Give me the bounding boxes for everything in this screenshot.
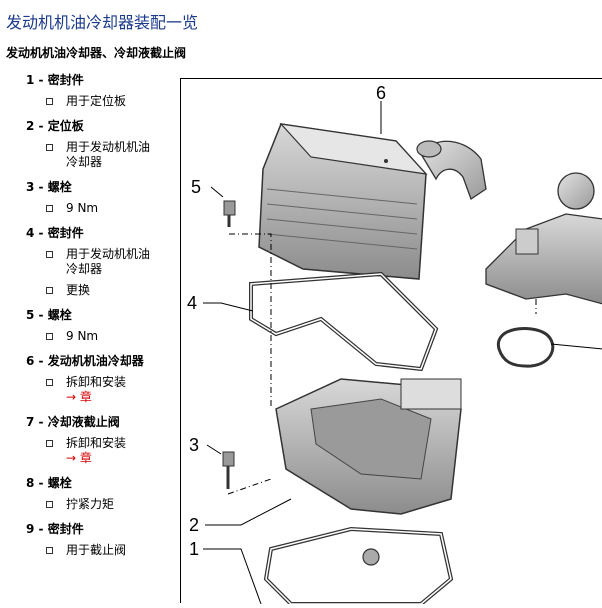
exploded-view-figure: 6 5 4 3 2 1 (180, 78, 602, 606)
page-title: 发动机机油冷却器装配一览 (6, 13, 199, 32)
part-number: 4 (26, 226, 35, 240)
part-name: 螺栓 (47, 180, 72, 194)
part-note: 9 Nm (26, 201, 176, 216)
part-heading: 7 - 冷却液截止阀 (26, 415, 120, 429)
parts-list: 1 - 密封件 用于定位板 2 - 定位板 用于发动机机油冷却器 3 - 螺栓 … (26, 72, 176, 567)
mounting-plate-shape (275, 378, 462, 515)
parts-list-item: 3 - 螺栓 9 Nm (26, 179, 176, 216)
part-name: 发动机机油冷却器 (47, 354, 144, 368)
callout-label: 2 (189, 515, 199, 535)
callout-label: 4 (187, 293, 197, 313)
part-note: 用于发动机机油冷却器 (26, 247, 156, 277)
plate-gasket-shape (263, 526, 454, 606)
part-note-text: 拧紧力矩 (66, 497, 115, 511)
part-number: 5 (26, 308, 35, 322)
part-number: 2 (26, 119, 35, 133)
part-note: 用于发动机机油冷却器 (26, 140, 156, 170)
part-note: 9 Nm (26, 329, 176, 344)
part-heading: 1 - 密封件 (26, 73, 84, 87)
part-note-text: 用于发动机机油冷却器 (66, 140, 151, 169)
exploded-view-drawing: 6 5 4 3 2 1 (187, 83, 602, 606)
oil-cooler-shape (258, 123, 487, 280)
part-name: 定位板 (47, 119, 84, 133)
part-number: 3 (26, 180, 35, 194)
part-number: 8 (26, 476, 35, 490)
part-note-text: 拆卸和安装 (66, 375, 127, 389)
part-number: 1 (26, 73, 35, 87)
valve-seal-shape (497, 327, 602, 368)
parts-list-item: 8 - 螺栓 拧紧力矩 (26, 475, 176, 512)
callout-label: 1 (189, 539, 199, 559)
part-heading: 6 - 发动机机油冷却器 (26, 354, 144, 368)
part-note-text: 拆卸和安装 (66, 436, 127, 450)
part-note-text: 更换 (66, 283, 91, 297)
part-note: 用于截止阀 (26, 543, 176, 558)
part-note-text: 9 Nm (66, 201, 99, 215)
part-note-text: 用于发动机机油冷却器 (66, 247, 151, 276)
bolt-upper-shape (223, 200, 236, 227)
part-heading: 5 - 螺栓 (26, 308, 72, 322)
part-note: 用于定位板 (26, 94, 176, 109)
part-name: 螺栓 (47, 308, 72, 322)
part-note: 拧紧力矩 (26, 497, 176, 512)
assembly-lines (227, 233, 537, 495)
part-note-text: 用于截止阀 (66, 543, 127, 557)
part-heading: 2 - 定位板 (26, 119, 84, 133)
part-note: 更换 (26, 283, 176, 298)
callout-label: 6 (376, 83, 386, 103)
gasket-shape (249, 271, 439, 372)
chapter-link[interactable]: → 章 (66, 390, 92, 404)
part-number: 6 (26, 354, 35, 368)
part-note: 拆卸和安装 → 章 (26, 375, 176, 405)
callout-label: 5 (191, 177, 201, 197)
parts-list-item: 6 - 发动机机油冷却器 拆卸和安装 → 章 (26, 353, 176, 405)
part-name: 密封件 (47, 73, 84, 87)
chapter-link[interactable]: → 章 (66, 451, 92, 465)
parts-list-item: 9 - 密封件 用于截止阀 (26, 521, 176, 558)
part-note-text: 9 Nm (66, 329, 99, 343)
part-heading: 3 - 螺栓 (26, 180, 72, 194)
callout-label: 3 (189, 435, 199, 455)
part-number: 9 (26, 522, 35, 536)
part-name: 螺栓 (47, 476, 72, 490)
part-heading: 4 - 密封件 (26, 226, 84, 240)
part-name: 密封件 (47, 522, 84, 536)
part-note: 拆卸和安装 → 章 (26, 436, 176, 466)
parts-list-item: 7 - 冷却液截止阀 拆卸和安装 → 章 (26, 414, 176, 466)
part-name: 密封件 (47, 226, 84, 240)
parts-list-item: 1 - 密封件 用于定位板 (26, 72, 176, 109)
part-note-text: 用于定位板 (66, 94, 127, 108)
part-name: 冷却液截止阀 (47, 415, 120, 429)
page-subtitle: 发动机机油冷却器、冷却液截止阀 (6, 46, 187, 60)
bolt-lower-shape (222, 451, 235, 489)
parts-list-item: 4 - 密封件 用于发动机机油冷却器 更换 (26, 225, 176, 298)
part-heading: 8 - 螺栓 (26, 476, 72, 490)
parts-list-item: 5 - 螺栓 9 Nm (26, 307, 176, 344)
parts-list-item: 2 - 定位板 用于发动机机油冷却器 (26, 118, 176, 170)
part-heading: 9 - 密封件 (26, 522, 84, 536)
callout-leaders (203, 101, 382, 605)
part-number: 7 (26, 415, 35, 429)
shutoff-valve-shape (485, 172, 602, 305)
